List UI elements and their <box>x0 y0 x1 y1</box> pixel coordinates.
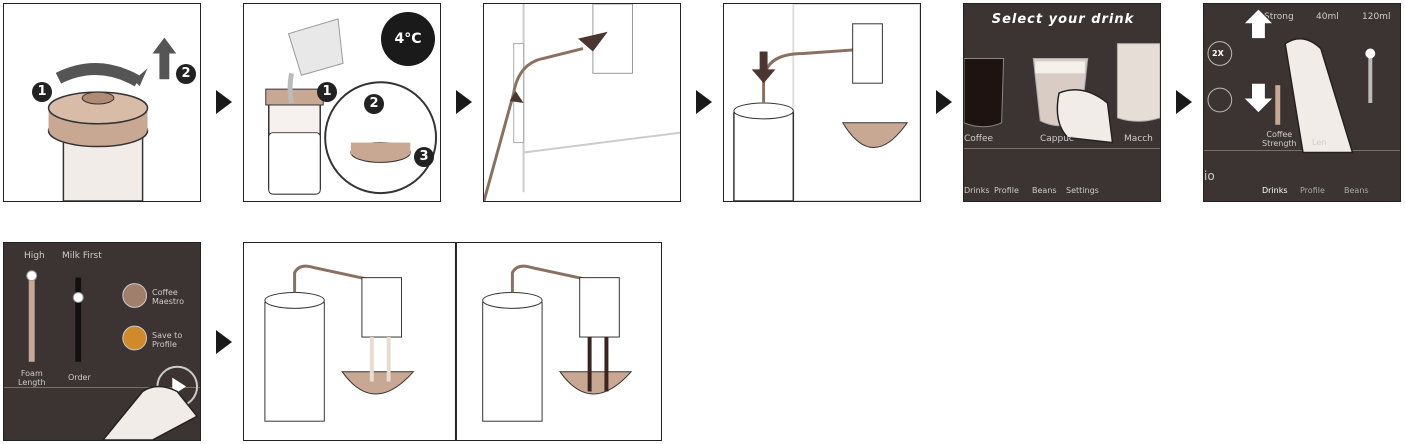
save-to-profile-line1: Save to <box>152 331 183 340</box>
step-4-panel <box>723 3 921 202</box>
drink-label-cappuccino[interactable]: Cappuc <box>1040 134 1074 144</box>
label-foam-length-line1: Foam <box>20 369 43 378</box>
label-strong: Strong <box>1264 12 1294 22</box>
step-4-illustration <box>733 4 920 201</box>
arrow-right-icon <box>216 330 232 354</box>
nav-beans[interactable]: Beans <box>1344 186 1369 195</box>
nav-left-text: io <box>1204 169 1215 183</box>
nav-drinks[interactable]: Drinks <box>1262 186 1288 195</box>
step-2-panel: 4°C 1 2 3 <box>243 3 441 202</box>
step-8-illustration <box>264 243 633 440</box>
step-number-1-badge: 1 <box>317 82 337 102</box>
label-foam-length: Foam Length <box>18 369 46 387</box>
step-8-panel <box>243 242 662 441</box>
step-1-illustration <box>47 37 177 201</box>
label-coffee-strength-line2: Strength <box>1262 139 1297 148</box>
label-volume-40: 40ml <box>1316 12 1339 22</box>
label-foam-length-line2: Length <box>18 378 46 387</box>
step-number-1-badge: 1 <box>32 82 52 102</box>
drink-label-coffee[interactable]: Coffee <box>964 134 994 144</box>
button-save-to-profile[interactable]: Save to Profile <box>152 331 182 349</box>
step-number-3-badge: 3 <box>414 147 434 167</box>
milk-settings-controls <box>4 270 200 440</box>
step-5-screen: Select your drink Coffee Cappuc Macch Dr… <box>963 3 1161 202</box>
step-6-screen: Strong 40ml 120ml 2X Coffee Strength Len… <box>1203 3 1401 202</box>
save-to-profile-line2: Profile <box>152 340 177 349</box>
arrow-right-icon <box>216 90 232 114</box>
step-1-panel: 1 2 <box>3 3 201 202</box>
label-milk-first: Milk First <box>62 251 102 261</box>
label-order: Order <box>68 373 91 382</box>
label-coffee-strength-line1: Coffee <box>1266 130 1293 139</box>
step-2-illustration <box>265 18 438 195</box>
screen-title: Select your drink <box>991 12 1135 27</box>
coffee-maestro-line2: Maestro <box>152 297 185 306</box>
label-high: High <box>24 251 45 261</box>
label-coffee-strength: Coffee Strength <box>1262 130 1297 148</box>
nav-beans[interactable]: Beans <box>1032 186 1057 195</box>
coffee-maestro-line1: Coffee <box>152 288 178 297</box>
label-length: Len <box>1312 138 1327 147</box>
step-number-2-badge: 2 <box>364 94 384 114</box>
temperature-badge: 4°C <box>381 12 435 66</box>
button-coffee-maestro[interactable]: Coffee Maestro <box>152 288 184 306</box>
step-number-2-badge: 2 <box>176 64 196 84</box>
label-volume-120: 120ml <box>1362 12 1391 22</box>
nav-profile[interactable]: Profile <box>994 186 1019 195</box>
drink-label-latte[interactable]: Macch <box>1124 134 1153 144</box>
nav-settings[interactable]: Settings <box>1066 186 1099 195</box>
step-3-illustration <box>484 4 680 201</box>
nav-drinks[interactable]: Drinks <box>964 186 990 195</box>
step-3-panel <box>483 3 681 202</box>
step-7-screen: High Milk First Foam Length Order Coffee… <box>3 242 201 441</box>
button-2x[interactable]: 2X <box>1212 49 1224 58</box>
settings-controls <box>1204 8 1400 154</box>
arrow-right-icon <box>936 90 952 114</box>
drinks-carousel <box>964 43 1160 150</box>
arrow-right-icon <box>1176 90 1192 114</box>
arrow-right-icon <box>696 90 712 114</box>
arrow-right-icon <box>456 90 472 114</box>
nav-profile[interactable]: Profile <box>1300 186 1325 195</box>
